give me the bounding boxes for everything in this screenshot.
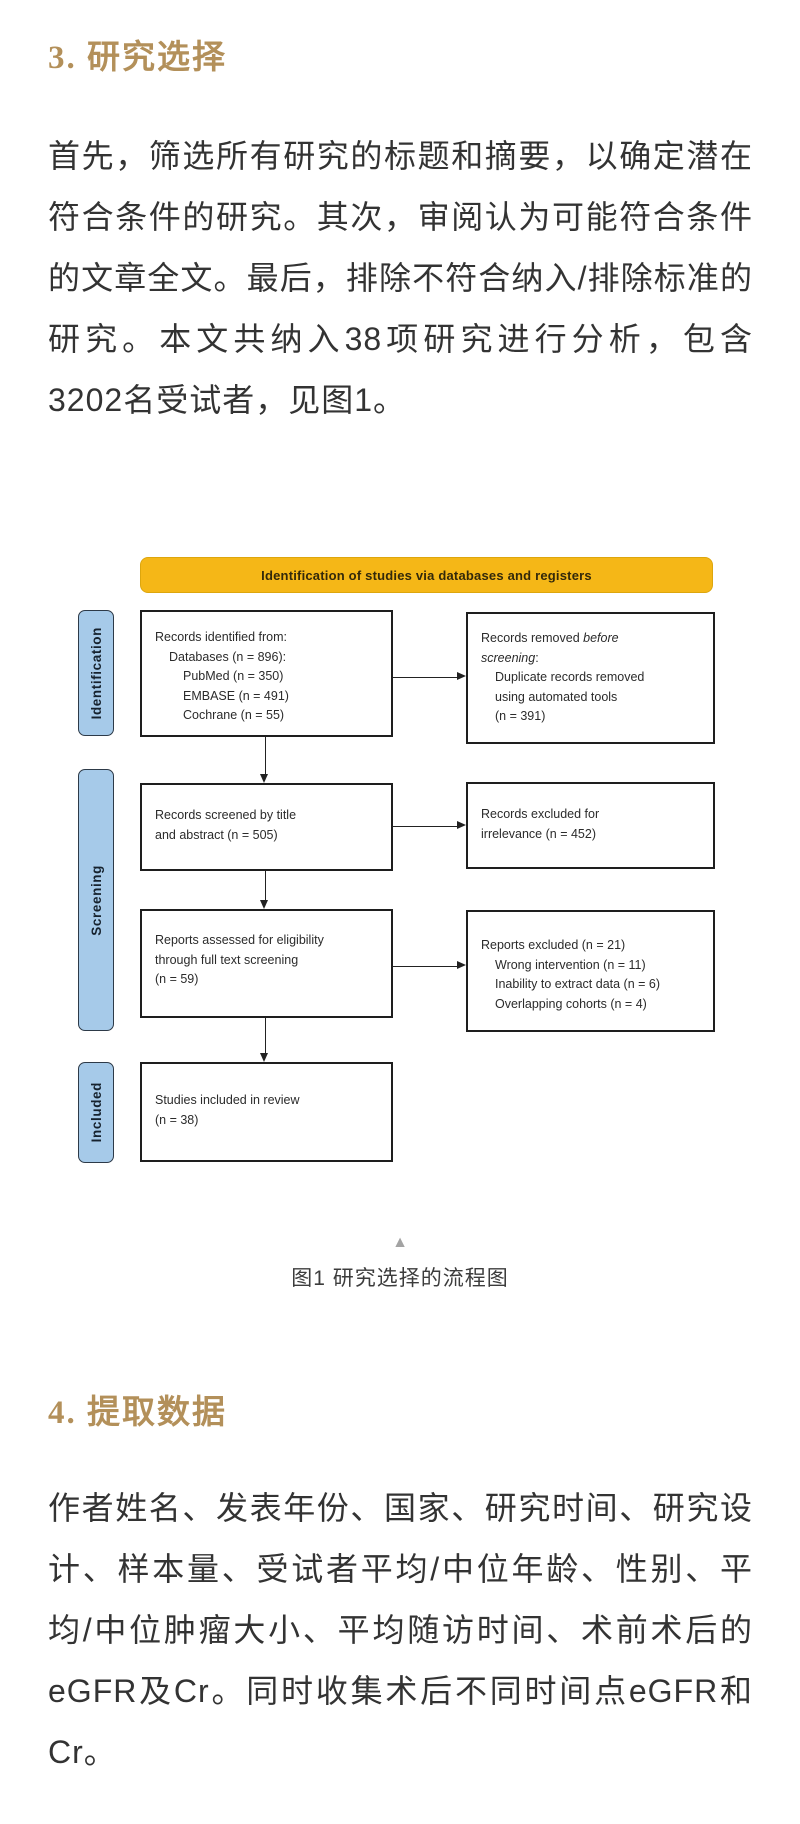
stage-label-identification-text: Identification bbox=[88, 626, 104, 720]
arrow-right-icon bbox=[393, 672, 466, 681]
flow-box-line: Wrong intervention (n = 11) bbox=[495, 957, 646, 972]
flow-box-line: through full text screening bbox=[155, 952, 299, 967]
flow-box-line: Reports excluded (n = 21) bbox=[481, 938, 626, 952]
arrow-down-icon bbox=[260, 871, 269, 909]
flow-box-line: Records screened by title bbox=[155, 808, 297, 822]
section-3-paragraph: 首先，筛选所有研究的标题和摘要，以确定潜在符合条件的研究。其次，审阅认为可能符合… bbox=[48, 138, 753, 418]
stage-label-identification: Identification bbox=[78, 610, 114, 736]
diagram-title-banner: Identification of studies via databases … bbox=[140, 557, 713, 593]
flow-box-line: Databases (n = 896): bbox=[169, 649, 287, 664]
flow-box-line: Cochrane (n = 55) bbox=[183, 708, 285, 722]
flow-box-line: screening: bbox=[481, 650, 539, 665]
flow-box-records-screened: Records screened by title and abstract (… bbox=[140, 783, 393, 871]
flow-box-reports-excluded: Reports excluded (n = 21) Wrong interven… bbox=[466, 910, 715, 1032]
arrow-down-icon bbox=[260, 1018, 269, 1062]
flow-box-line: Records identified from: bbox=[155, 630, 288, 644]
stage-label-screening: Screening bbox=[78, 769, 114, 1031]
collapse-triangle-icon: ▲ bbox=[392, 1234, 408, 1251]
arrow-right-icon bbox=[393, 961, 466, 970]
flow-box-line: Inability to extract data (n = 6) bbox=[495, 977, 661, 991]
stage-label-included: Included bbox=[78, 1062, 114, 1163]
figure-1-prisma-flow-diagram: Identification of studies via databases … bbox=[0, 543, 800, 1193]
flow-box-studies-included: Studies included in review (n = 38) bbox=[140, 1062, 393, 1162]
stage-label-screening-text: Screening bbox=[88, 864, 104, 936]
arrow-right-icon bbox=[393, 821, 466, 830]
flow-box-line: Records removed before bbox=[481, 631, 619, 645]
flow-box-line: (n = 59) bbox=[155, 972, 199, 986]
flow-box-line: irrelevance (n = 452) bbox=[481, 826, 596, 841]
section-3-heading: 3. 研究选择 bbox=[48, 40, 227, 76]
flow-box-line: (n = 391) bbox=[495, 709, 546, 723]
flow-box-line: (n = 38) bbox=[155, 1112, 199, 1127]
flow-box-line: Duplicate records removed bbox=[495, 670, 645, 684]
section-4-paragraph: 作者姓名、发表年份、国家、研究时间、研究设计、样本量、受试者平均/中位年龄、性别… bbox=[48, 1490, 753, 1770]
flow-box-records-identified: Records identified from: Databases (n = … bbox=[140, 610, 393, 737]
flow-box-line: Reports assessed for eligibility bbox=[155, 933, 324, 947]
flow-box-reports-assessed: Reports assessed for eligibility through… bbox=[140, 909, 393, 1018]
flow-box-line: PubMed (n = 350) bbox=[183, 669, 284, 683]
flow-box-line: Records excluded for bbox=[481, 807, 600, 821]
flow-box-line: Studies included in review bbox=[155, 1093, 300, 1107]
flow-box-line: EMBASE (n = 491) bbox=[183, 688, 289, 703]
stage-label-included-text: Included bbox=[88, 1082, 104, 1143]
figure-1-caption: 图1 研究选择的流程图 bbox=[291, 1267, 509, 1290]
section-4-heading: 4. 提取数据 bbox=[48, 1395, 227, 1431]
flow-box-line: and abstract (n = 505) bbox=[155, 827, 278, 842]
flow-box-records-removed: Records removed before screening: Duplic… bbox=[466, 612, 715, 744]
flow-box-line: Overlapping cohorts (n = 4) bbox=[495, 996, 647, 1011]
flow-box-records-excluded: Records excluded for irrelevance (n = 45… bbox=[466, 782, 715, 869]
flow-box-line: using automated tools bbox=[495, 689, 618, 704]
arrow-down-icon bbox=[260, 737, 269, 783]
